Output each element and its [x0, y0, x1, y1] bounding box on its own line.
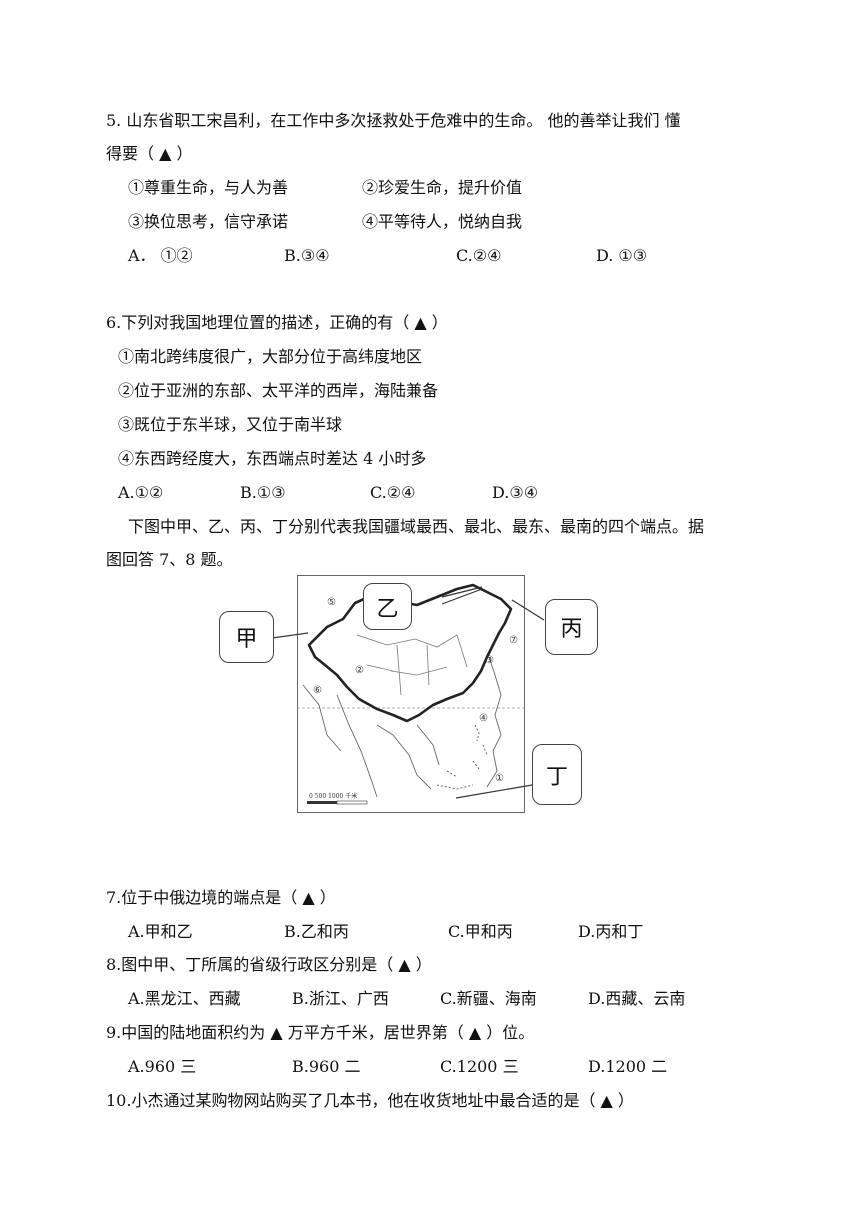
q8-option-a: A.黑龙江、西藏	[128, 989, 241, 1008]
map-intro-line2: 图回答 7、8 题。	[106, 550, 233, 569]
q9-stem: 9.中国的陆地面积约为 ▲ 万平方千米，居世界第（ ▲ ）位。	[106, 1023, 535, 1042]
q7-option-b: B.乙和丙	[284, 922, 349, 941]
q5-item-2: ②珍爱生命，提升价值	[362, 178, 523, 197]
q6-item-2: ②位于亚洲的东部、太平洋的西岸，海陆兼备	[118, 381, 439, 400]
q6-option-b: B.①③	[240, 483, 286, 502]
q5-item-3: ③换位思考，信守承诺	[128, 212, 289, 231]
map-label-7: ⑦	[509, 635, 518, 646]
callout-yi: 乙	[363, 583, 412, 630]
q5-option-b: B.③④	[284, 246, 330, 265]
q6-item-1: ①南北跨纬度很广，大部分位于高纬度地区	[118, 347, 423, 366]
q7-option-c: C.甲和丙	[448, 922, 513, 941]
q9-option-b: B.960 二	[292, 1057, 361, 1076]
callout-bing: 丙	[545, 599, 598, 655]
q6-item-4: ④东西跨经度大，东西端点时差达 4 小时多	[118, 449, 427, 468]
q9-option-d: D.1200 二	[588, 1057, 668, 1076]
map-label-6: ⑥	[313, 685, 322, 696]
q6-option-a: A.①②	[118, 483, 164, 502]
q7-stem: 7.位于中俄边境的端点是（ ▲ ）	[106, 888, 336, 907]
map-label-3: ③	[485, 655, 494, 666]
q8-option-b: B.浙江、广西	[292, 989, 389, 1008]
map-label-5: ⑤	[327, 597, 336, 608]
q8-stem: 8.图中甲、丁所属的省级行政区分别是（ ▲ ）	[106, 955, 432, 974]
q8-option-d: D.西藏、云南	[588, 989, 686, 1008]
map-label-4: ④	[479, 713, 488, 724]
q6-stem: 6.下列对我国地理位置的描述，正确的有（ ▲ ）	[106, 313, 448, 332]
q5-item-4: ④平等待人，悦纳自我	[362, 212, 523, 231]
callout-jia: 甲	[219, 611, 274, 663]
q6-item-3: ③既位于东半球，又位于南半球	[118, 415, 343, 434]
map-scale-label: 0 500 1000 千米	[309, 792, 357, 800]
q5-stem-line2: 得要（ ▲ ）	[106, 144, 193, 163]
map-label-2: ②	[355, 665, 364, 676]
q5-option-d: D. ①③	[596, 246, 648, 265]
q9-option-c: C.1200 三	[440, 1057, 519, 1076]
q10-stem: 10.小杰通过某购物网站购买了几本书，他在收货地址中最合适的是（ ▲ ）	[106, 1091, 634, 1110]
q7-option-d: D.丙和丁	[578, 922, 644, 941]
map-label-1: ①	[495, 773, 504, 784]
q5-item-1: ①尊重生命，与人为善	[128, 178, 289, 197]
q7-option-a: A.甲和乙	[128, 922, 193, 941]
callout-ding: 丁	[532, 744, 582, 805]
q5-option-a: A． ①②	[128, 246, 193, 265]
q8-option-c: C.新疆、海南	[440, 989, 537, 1008]
q6-option-c: C.②④	[370, 483, 416, 502]
q9-option-a: A.960 三	[128, 1057, 197, 1076]
q6-option-d: D.③④	[492, 483, 539, 502]
q5-option-c: C.②④	[456, 246, 502, 265]
q5-stem-line1: 5. 山东省职工宋昌利，在工作中多次拯救处于危难中的生命。 他的善举让我们 懂	[106, 111, 681, 130]
map-intro-line1: 下图中甲、乙、丙、丁分别代表我国疆域最西、最北、最东、最南的四个端点。据	[128, 517, 705, 536]
